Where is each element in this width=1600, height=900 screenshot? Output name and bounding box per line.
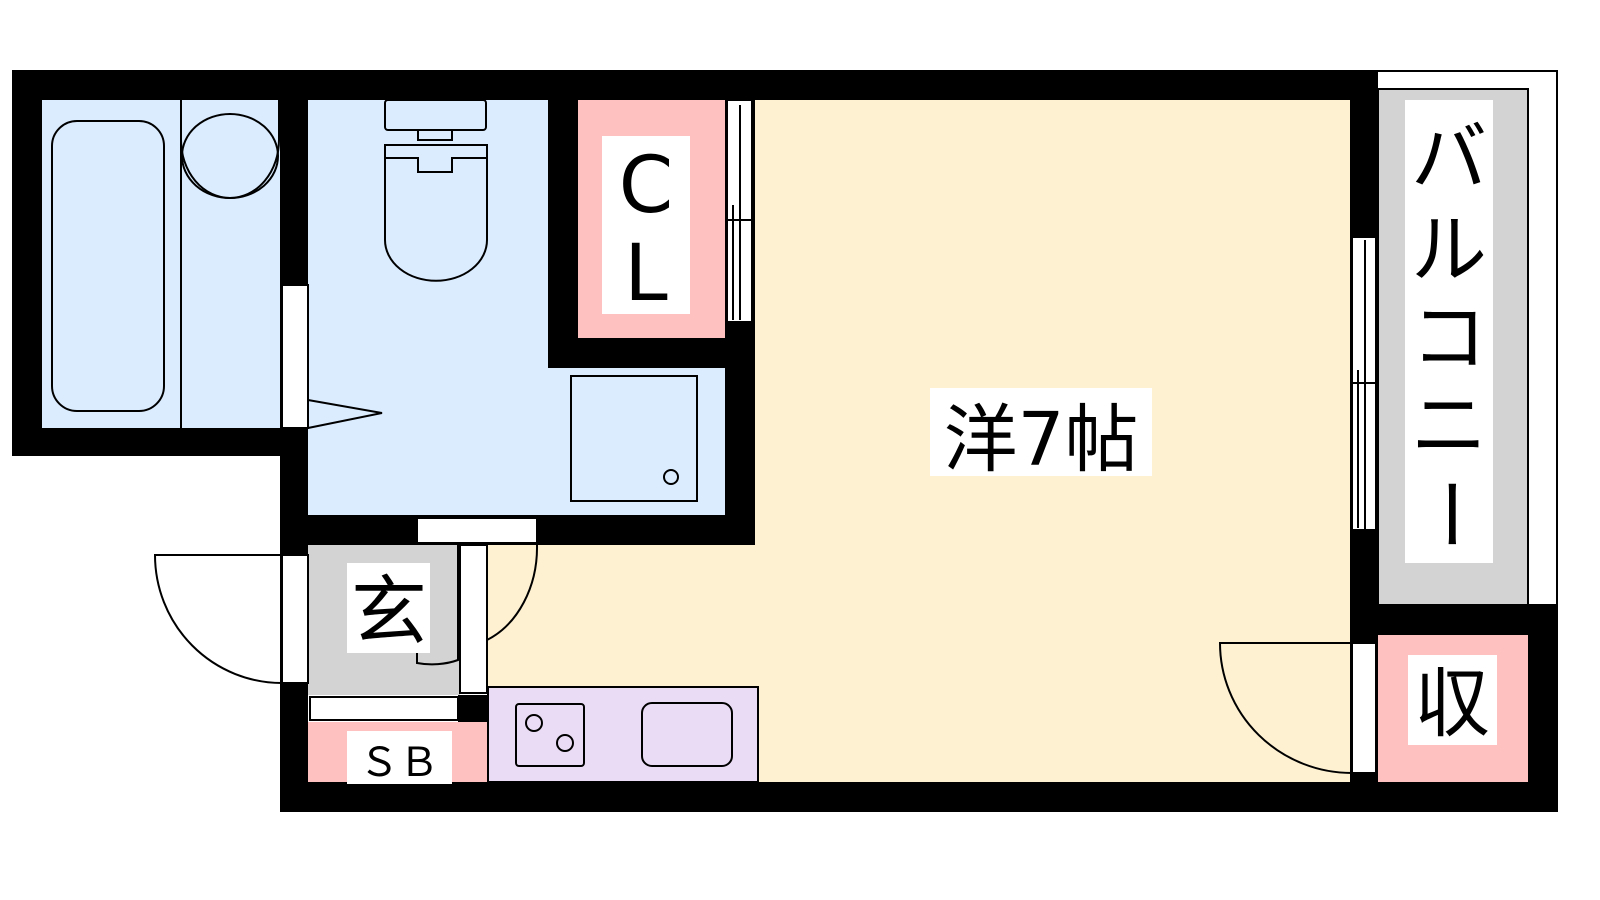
stove-icon — [515, 703, 585, 767]
sink-icon — [641, 702, 733, 767]
toilet-washroom-floor — [308, 100, 550, 518]
entrance-step — [309, 696, 459, 721]
storage-door — [1351, 642, 1377, 774]
room-floor-ext — [486, 543, 756, 689]
washing-machine-icon — [570, 375, 698, 502]
shoe-box-label: ＳＢ — [359, 740, 439, 786]
walls — [12, 70, 1558, 812]
entry-door — [281, 554, 309, 684]
closet-label-c: C — [619, 141, 673, 231]
closet-label-l: L — [624, 229, 668, 319]
balcony-char: ル — [1411, 205, 1487, 294]
entrance-label: 玄 — [351, 567, 427, 656]
kitchen-counter — [487, 686, 759, 783]
balcony-char: ー — [1405, 476, 1494, 552]
washroom-floor-ext — [540, 366, 727, 518]
window-lines — [728, 105, 1376, 530]
balcony-label: バ ル コ ニ ー — [1405, 113, 1494, 552]
balcony-char: コ — [1411, 293, 1487, 382]
interior-door — [459, 544, 488, 694]
bathtub-icon — [51, 120, 165, 412]
bathroom-floor — [42, 100, 282, 430]
bath-door — [281, 284, 309, 429]
balcony-char: ニ — [1411, 381, 1487, 470]
western-room-label: 洋7帖 — [943, 397, 1138, 483]
storage-label: 収 — [1414, 659, 1490, 748]
toilet-icon — [384, 144, 488, 282]
door-swings — [153, 399, 1353, 774]
washroom-door — [416, 517, 538, 544]
balcony-char: バ — [1411, 113, 1487, 202]
